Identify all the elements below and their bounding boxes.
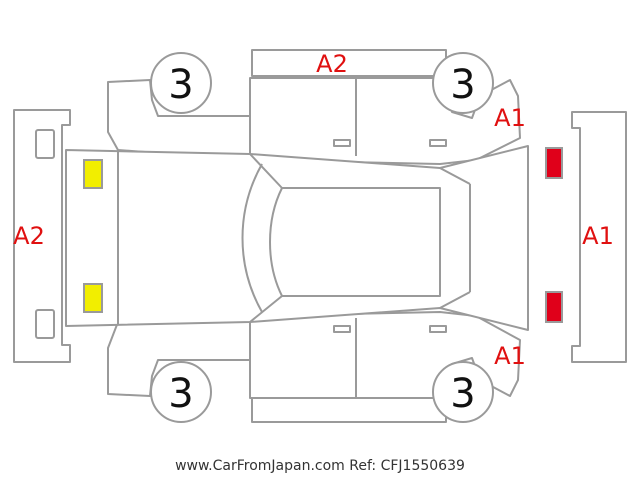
damage-mark-rear-top-corner: A1 — [494, 104, 526, 132]
wheel-grade-front-left: 3 — [168, 62, 193, 108]
rear-light-top — [545, 147, 563, 179]
rear-bumper — [571, 111, 627, 363]
wheel-front-left: 3 — [150, 52, 212, 114]
rear-light-bottom — [545, 291, 563, 323]
front-light-top — [83, 159, 103, 189]
wheel-grade-front-right: 3 — [168, 371, 193, 417]
damage-mark-rear-bumper: A1 — [582, 222, 614, 250]
front-bumper — [13, 109, 71, 363]
reference-footer: www.CarFromJapan.com Ref: CFJ1550639 — [175, 458, 465, 474]
damage-mark-front-bumper: A2 — [13, 222, 45, 250]
wheel-rear-right: 3 — [432, 361, 494, 423]
wheel-grade-rear-right: 3 — [450, 371, 475, 417]
roof-top-strip — [251, 49, 447, 77]
damage-mark-rear-bottom-corner: A1 — [494, 342, 526, 370]
lower-side-profile — [107, 311, 521, 399]
car-top-view — [65, 145, 529, 331]
wheel-rear-left: 3 — [432, 52, 494, 114]
bottom-side-strip — [251, 395, 447, 423]
front-light-bottom — [83, 283, 103, 313]
wheel-front-right: 3 — [150, 361, 212, 423]
damage-mark-roof-top: A2 — [316, 50, 348, 78]
wheel-grade-rear-left: 3 — [450, 62, 475, 108]
